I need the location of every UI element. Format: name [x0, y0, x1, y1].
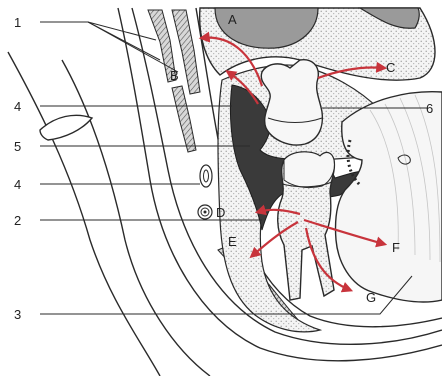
label-4-bottom: 4 [14, 177, 21, 192]
label-5: 5 [14, 139, 21, 154]
upper-tooth [261, 60, 322, 145]
label-f: F [392, 240, 400, 255]
tongue [335, 92, 442, 302]
small-vessel [200, 165, 212, 187]
label-d: D [216, 205, 225, 220]
label-1: 1 [14, 15, 21, 30]
label-3: 3 [14, 307, 21, 322]
label-6: 6 [426, 101, 433, 116]
label-g: G [366, 290, 376, 305]
label-c: C [386, 60, 395, 75]
label-a: A [228, 12, 237, 27]
label-e: E [228, 234, 237, 249]
label-b: B [170, 68, 179, 83]
label-2: 2 [14, 213, 21, 228]
duct-d [198, 205, 212, 219]
label-4-top: 4 [14, 99, 21, 114]
left-labels: 1 4 5 4 2 3 [14, 15, 21, 322]
